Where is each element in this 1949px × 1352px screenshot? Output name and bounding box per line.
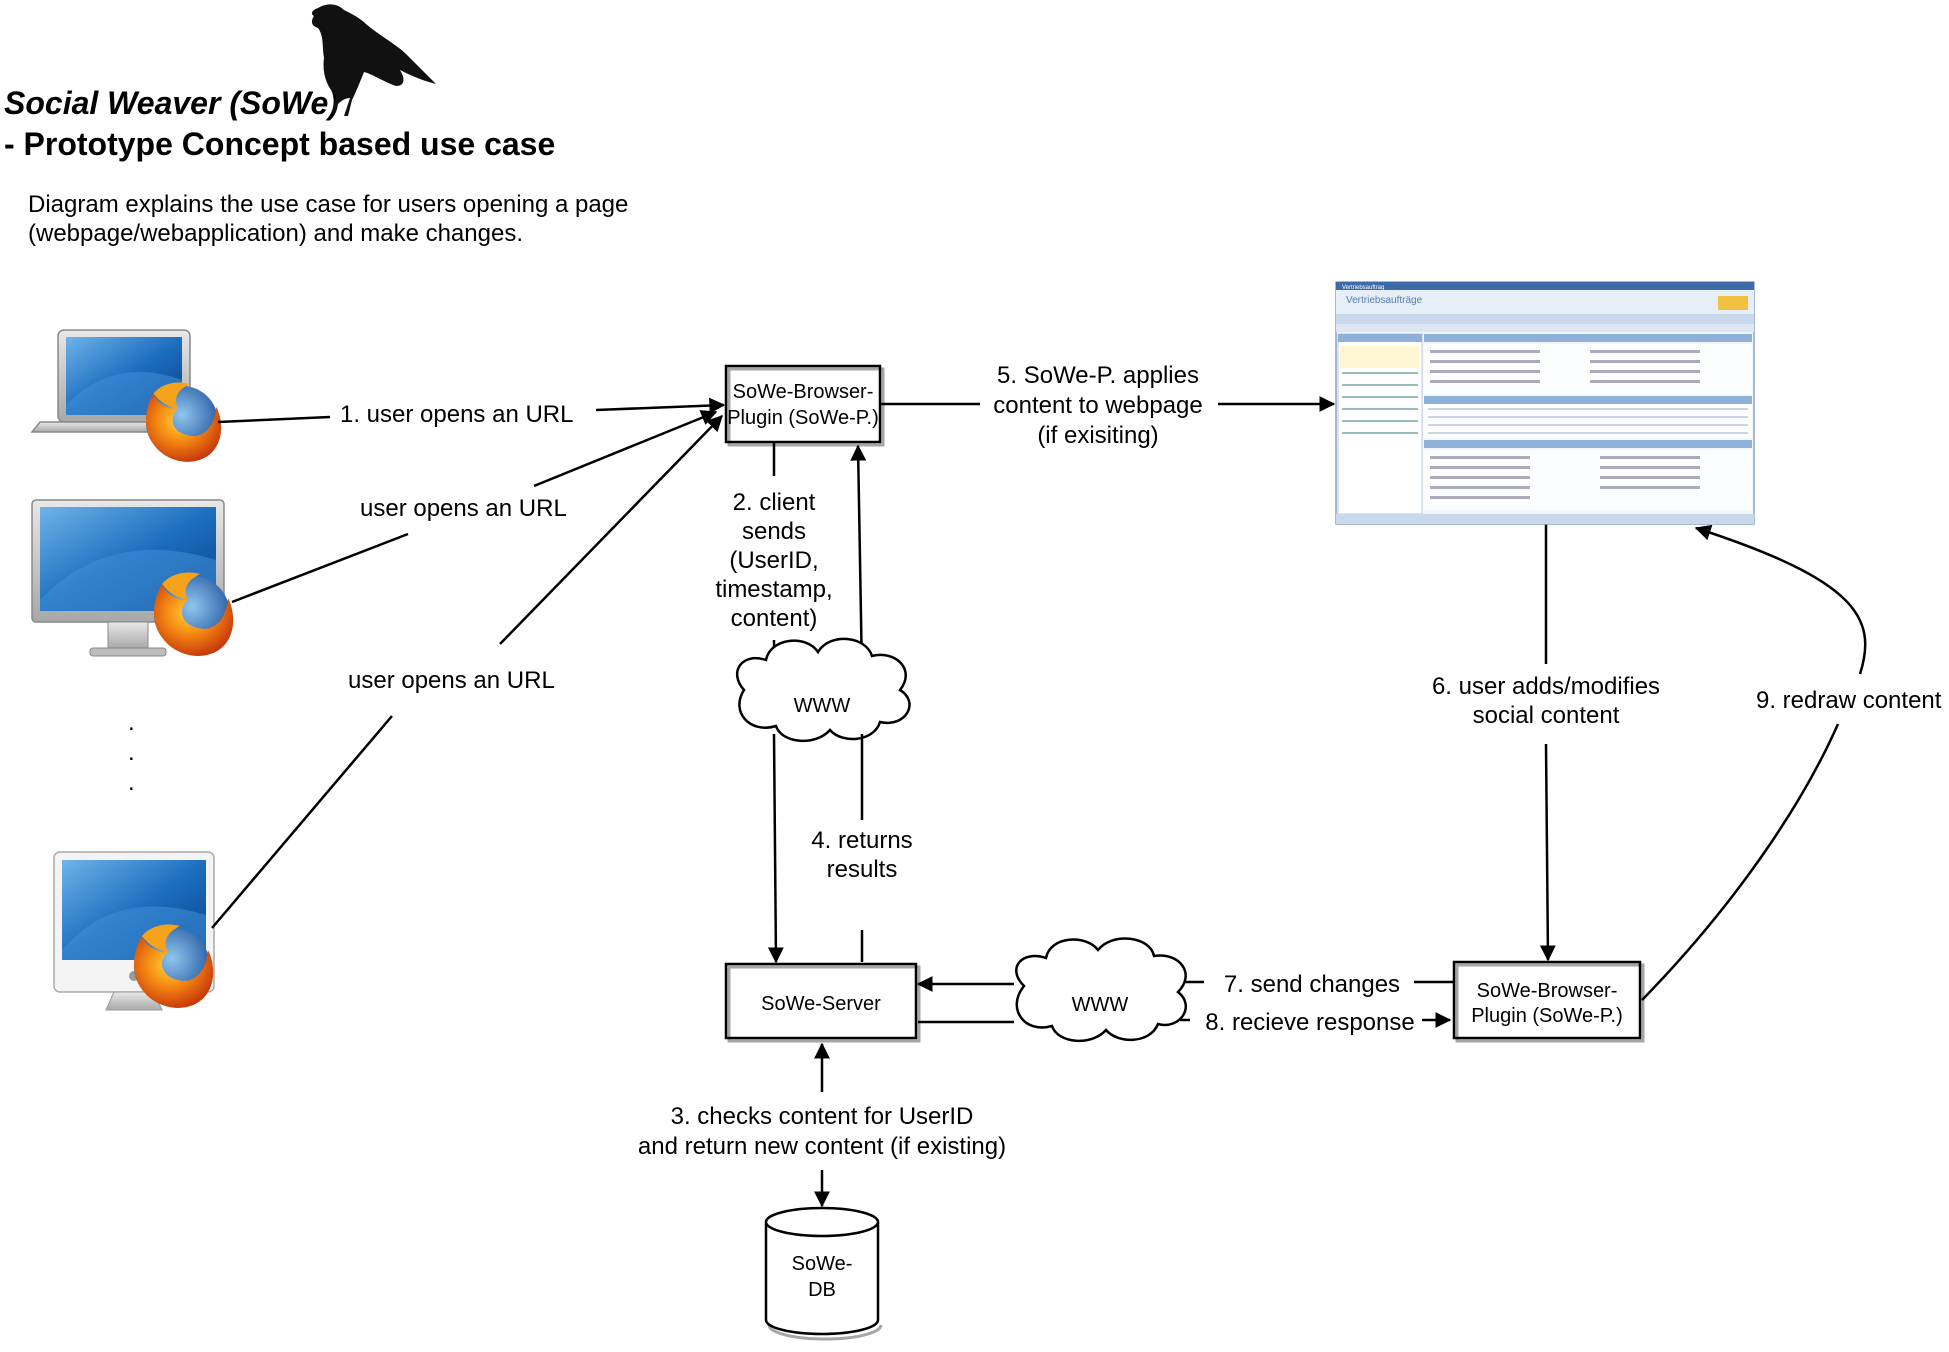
plugin-bottom-line1: SoWe-Browser-	[1477, 980, 1618, 1002]
label-open2: user opens an URL	[360, 495, 567, 522]
webapp-screenshot: Vertriebsauftrag Vertriebsaufträge	[1335, 281, 1755, 525]
plugin-bottom-line2: Plugin (SoWe-P.)	[1471, 1005, 1623, 1027]
webapp-heading: Vertriebsaufträge	[1346, 295, 1423, 306]
description-line2: (webpage/webapplication) and make change…	[28, 220, 523, 247]
crow-logo	[311, 4, 436, 117]
cloud-bottom-label: WWW	[1072, 994, 1129, 1016]
plugin-bottom-box: SoWe-Browser- Plugin (SoWe-P.)	[1452, 960, 1645, 1043]
label-step3-line2: and return new content (if existing)	[638, 1133, 1006, 1160]
plugin-top-line2: Plugin (SoWe-P.)	[727, 407, 879, 429]
server-label: SoWe-Server	[761, 993, 881, 1015]
db-label-line2: DB	[808, 1279, 836, 1301]
label-step2-line2: sends	[742, 518, 806, 545]
imac-icon	[53, 851, 215, 1011]
label-step9: 9. redraw content	[1756, 687, 1942, 714]
cloud-bottom: WWW	[1015, 937, 1187, 1043]
laptop-icon	[30, 329, 222, 462]
label-open3: user opens an URL	[348, 667, 555, 694]
plugin-top-line1: SoWe-Browser-	[733, 381, 874, 403]
label-step1: 1. user opens an URL	[340, 401, 573, 428]
label-step5-line1: 5. SoWe-P. applies	[997, 362, 1199, 389]
ellipsis-1: .	[128, 709, 135, 736]
label-step4-line1: 4. returns	[811, 827, 912, 854]
title-line1: Social Weaver (SoWe)	[4, 85, 339, 121]
server-box: SoWe-Server	[724, 962, 921, 1043]
monitor-icon	[31, 499, 234, 657]
label-step2-line1: 2. client	[733, 489, 816, 516]
plugin-top-box: SoWe-Browser- Plugin (SoWe-P.)	[724, 364, 885, 447]
ellipsis-3: .	[128, 769, 135, 796]
label-step2-line3: (UserID,	[729, 547, 818, 574]
label-step5-line2: content to webpage	[993, 392, 1203, 419]
label-step6-line1: 6. user adds/modifies	[1432, 673, 1660, 700]
db-cylinder: SoWe- DB	[764, 1206, 883, 1341]
label-step3-line1: 3. checks content for UserID	[671, 1103, 974, 1130]
label-step8: 8. recieve response	[1205, 1009, 1414, 1036]
webapp-window-title: Vertriebsauftrag	[1342, 285, 1384, 291]
cloud-top: WWW	[736, 637, 911, 743]
label-step2-line4: timestamp,	[715, 576, 832, 603]
title-line2: - Prototype Concept based use case	[4, 126, 555, 162]
label-step4-line2: results	[827, 856, 898, 883]
label-step6-line2: social content	[1473, 702, 1620, 729]
cloud-top-label: WWW	[794, 695, 851, 717]
label-step7: 7. send changes	[1224, 971, 1400, 998]
ellipsis-2: .	[128, 739, 135, 766]
description-line1: Diagram explains the use case for users …	[28, 191, 628, 218]
label-step5-line3: (if exisiting)	[1037, 422, 1158, 449]
db-label-line1: SoWe-	[792, 1253, 853, 1275]
label-step2-line5: content)	[731, 605, 818, 632]
